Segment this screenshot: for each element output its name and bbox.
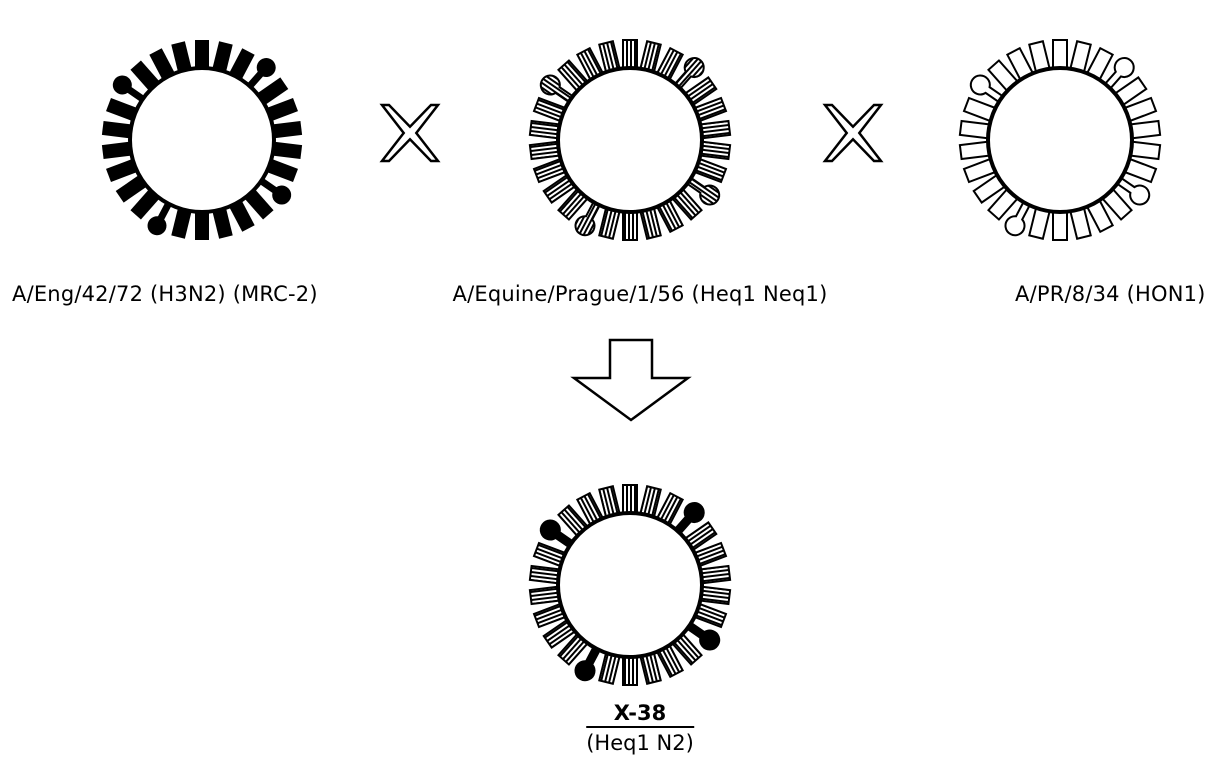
neuraminidase-spike	[1004, 199, 1032, 237]
hemagglutinin-spike	[101, 141, 134, 160]
hemagglutinin-spike	[1052, 209, 1068, 241]
hemagglutinin-spike	[228, 198, 255, 232]
cross-symbol-2	[822, 103, 884, 163]
virion-envelope	[986, 66, 1134, 214]
hemagglutinin-spike	[228, 48, 255, 82]
hemagglutinin-spike	[115, 174, 149, 203]
hemagglutinin-spike	[195, 210, 209, 240]
neuraminidase-spike	[112, 75, 147, 104]
neuraminidase-spike	[684, 175, 721, 206]
neuraminidase-spike	[969, 74, 1006, 105]
virion-envelope	[556, 66, 704, 214]
cross-x-shape	[822, 103, 884, 163]
virion-pr-8-34	[958, 39, 1162, 241]
result-label: X-38 (Heq1 N2)	[586, 700, 694, 758]
virion-envelope	[556, 511, 704, 659]
hemagglutinin-spike	[130, 60, 161, 93]
hemagglutinin-spike	[243, 187, 274, 220]
strain-label-equine: A/Equine/Prague/1/56 (Heq1 Neq1)	[452, 282, 828, 306]
neuraminidase-spike	[672, 57, 705, 92]
down-arrow-shape	[570, 338, 692, 422]
neuraminidase-spike	[245, 58, 276, 90]
cross-symbol-1	[379, 103, 441, 163]
hemagglutinin-spike	[270, 120, 303, 139]
hemagglutinin-spike	[1052, 39, 1068, 71]
neuraminidase-spike	[257, 176, 292, 205]
strain-label-pr8: A/PR/8/34 (HON1)	[1015, 282, 1206, 306]
hemagglutinin-spike	[211, 41, 233, 74]
neuraminidase-spike	[574, 199, 602, 237]
strain-label-eng: A/Eng/42/72 (H3N2) (MRC-2)	[12, 282, 318, 306]
virion-x-38	[528, 484, 732, 686]
hemagglutinin-spike	[195, 40, 209, 70]
hemagglutinin-spike	[622, 484, 638, 516]
virion-equine-prague	[528, 39, 732, 241]
neuraminidase-spike	[684, 620, 721, 651]
hemagglutinin-spike	[171, 206, 193, 239]
hemagglutinin-spike	[264, 158, 298, 183]
neuraminidase-spike	[147, 200, 173, 236]
hemagglutinin-spike	[106, 97, 140, 122]
neuraminidase-spike	[539, 74, 576, 105]
virion-envelope	[128, 66, 276, 214]
hemagglutinin-spike	[101, 120, 134, 139]
virion-eng-42-72	[101, 40, 303, 240]
down-arrow-icon	[570, 338, 692, 422]
hemagglutinin-spike	[149, 48, 176, 82]
neuraminidase-spike	[672, 502, 705, 537]
hemagglutinin-spike	[255, 77, 289, 106]
hemagglutinin-spike	[106, 158, 140, 183]
result-subtypes: (Heq1 N2)	[586, 731, 694, 755]
hemagglutinin-spike	[211, 206, 233, 239]
neuraminidase-spike	[1102, 57, 1135, 92]
neuraminidase-spike	[539, 519, 576, 550]
hemagglutinin-spike	[622, 209, 638, 241]
cross-x-shape	[379, 103, 441, 163]
hemagglutinin-spike	[622, 654, 638, 686]
hemagglutinin-spike	[270, 141, 303, 160]
neuraminidase-spike	[1114, 175, 1151, 206]
result-name: X-38	[586, 700, 694, 728]
hemagglutinin-spike	[264, 97, 298, 122]
hemagglutinin-spike	[171, 41, 193, 74]
hemagglutinin-spike	[130, 187, 161, 220]
neuraminidase-spike	[574, 644, 602, 682]
hemagglutinin-spike	[622, 39, 638, 71]
